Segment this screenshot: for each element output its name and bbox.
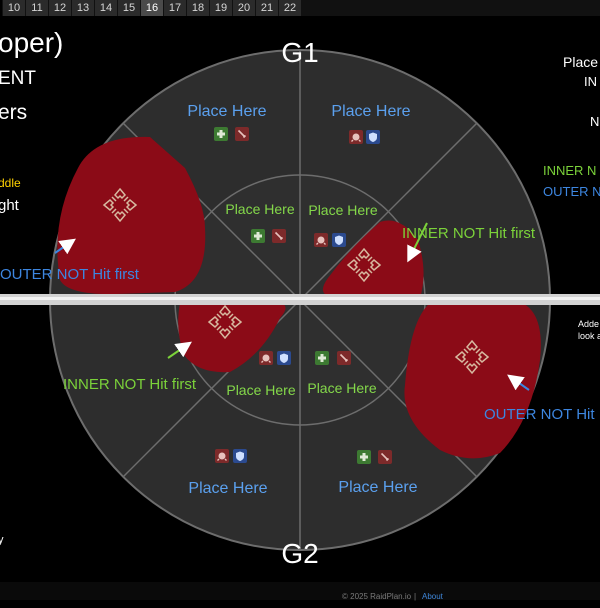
place-here-label: Place Here <box>308 202 377 218</box>
melee-dps-icon[interactable] <box>348 129 364 145</box>
ranged-dps-icon[interactable] <box>336 350 352 366</box>
tab-21[interactable]: 21 <box>256 0 278 16</box>
arrow-inner-left <box>167 341 192 359</box>
page-footer: © 2025 RaidPlan.io | About <box>0 582 600 601</box>
footer-copyright: © 2025 RaidPlan.io <box>342 592 412 601</box>
group-label-g1: G1 <box>281 37 318 68</box>
note-right-inner: INNER N <box>543 163 596 178</box>
arrow-inner-top-right <box>407 222 428 263</box>
healer-icon[interactable] <box>251 229 265 243</box>
ranged-dps-icon[interactable] <box>377 449 393 465</box>
place-here-label: Place Here <box>188 480 267 497</box>
note-line: ers <box>0 101 27 124</box>
aoe-inner-top-right[interactable] <box>322 220 424 298</box>
note-white: ght <box>0 197 20 214</box>
group-label-g2: G2 <box>281 538 318 569</box>
callout-inner-left: INNER NOT Hit first <box>63 376 197 393</box>
note-line: ENT <box>0 68 36 89</box>
tank-icon[interactable] <box>366 130 380 144</box>
tab-14[interactable]: 14 <box>95 0 117 16</box>
arena-diagram[interactable]: G1 G2 Place Here Place Here Place Here P… <box>0 16 600 582</box>
melee-dps-icon[interactable] <box>214 448 230 464</box>
footer-separator: | <box>414 592 417 601</box>
note-bottom: y <box>0 534 4 546</box>
tab-10[interactable]: 10 <box>3 0 25 16</box>
healer-icon[interactable] <box>357 450 371 464</box>
note-right-line: IN <box>584 74 597 89</box>
tab-18[interactable]: 18 <box>187 0 209 16</box>
tab-22[interactable]: 22 <box>279 0 301 16</box>
tab-12[interactable]: 12 <box>49 0 71 16</box>
note-yellow: ddle <box>0 176 21 190</box>
arrow-outer-right <box>507 374 530 391</box>
tab-spacer <box>0 0 2 16</box>
note-right-line: Place <box>563 54 598 70</box>
tab-16[interactable]: 16 <box>141 0 163 16</box>
tab-19[interactable]: 19 <box>210 0 232 16</box>
aoe-inner-bottom-left[interactable] <box>178 302 286 373</box>
tab-17[interactable]: 17 <box>164 0 186 16</box>
callout-outer-right: OUTER NOT Hit <box>484 406 595 423</box>
note-right-line: N <box>590 114 599 129</box>
note-right-outer: OUTER N <box>543 184 600 199</box>
place-here-label: Place Here <box>187 103 266 120</box>
tank-icon[interactable] <box>233 449 247 463</box>
place-here-label: Place Here <box>226 382 295 398</box>
tab-11[interactable]: 11 <box>26 0 48 16</box>
raid-plan-canvas[interactable]: G1 G2 Place Here Place Here Place Here P… <box>0 16 600 582</box>
melee-dps-icon[interactable] <box>258 350 274 366</box>
ranged-dps-icon[interactable] <box>234 126 250 142</box>
place-here-label: Place Here <box>338 479 417 496</box>
arrow-outer-left <box>54 238 76 255</box>
note-right-added: look a <box>578 331 600 341</box>
healer-icon[interactable] <box>214 127 228 141</box>
tank-icon[interactable] <box>332 233 346 247</box>
tab-13[interactable]: 13 <box>72 0 94 16</box>
aoe-outer-left[interactable] <box>57 136 206 295</box>
place-here-label: Place Here <box>331 103 410 120</box>
note-title-fragment: oper) <box>0 27 63 58</box>
tab-15[interactable]: 15 <box>118 0 140 16</box>
callout-inner-top-right: INNER NOT Hit first <box>402 225 536 242</box>
tank-icon[interactable] <box>277 351 291 365</box>
tab-20[interactable]: 20 <box>233 0 255 16</box>
callout-outer-left: OUTER NOT Hit first <box>0 266 140 283</box>
place-here-label: Place Here <box>307 380 376 396</box>
phase-tab-bar: 10 11 12 13 14 15 16 17 18 19 20 21 22 <box>0 0 600 16</box>
healer-icon[interactable] <box>315 351 329 365</box>
place-here-label: Place Here <box>225 201 294 217</box>
note-right-added: Adde <box>578 319 599 329</box>
ranged-dps-icon[interactable] <box>271 228 287 244</box>
melee-dps-icon[interactable] <box>313 232 329 248</box>
footer-about-link[interactable]: About <box>422 592 443 601</box>
aoe-outer-right[interactable] <box>404 302 541 459</box>
